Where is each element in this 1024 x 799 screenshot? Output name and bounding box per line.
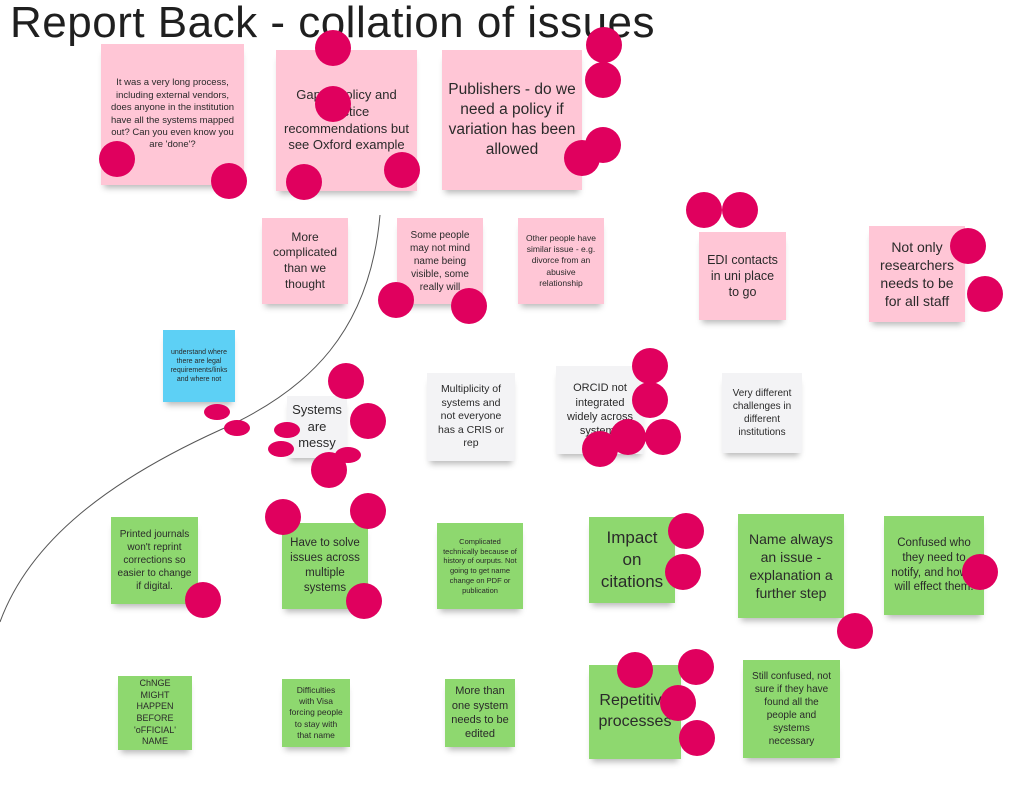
sticky-note-multiplicity[interactable]: Multiplicity of systems and not everyone… bbox=[427, 373, 515, 461]
vote-dot[interactable] bbox=[665, 554, 701, 590]
vote-dot[interactable] bbox=[350, 403, 386, 439]
vote-dot[interactable] bbox=[99, 141, 135, 177]
sticky-note-text: More than one system needs to be edited bbox=[451, 685, 509, 741]
vote-dot[interactable] bbox=[837, 613, 873, 649]
vote-dot[interactable] bbox=[211, 163, 247, 199]
sticky-note-publishers-policy[interactable]: Publishers - do we need a policy if vari… bbox=[442, 50, 582, 190]
sticky-note-not-only-researchers[interactable]: Not only researchers needs to be for all… bbox=[869, 226, 965, 322]
vote-dot[interactable] bbox=[328, 363, 364, 399]
vote-dot[interactable] bbox=[268, 441, 294, 457]
vote-dot[interactable] bbox=[962, 554, 998, 590]
vote-dot[interactable] bbox=[950, 228, 986, 264]
sticky-note-printed-journals[interactable]: Printed journals won't reprint correctio… bbox=[111, 517, 198, 604]
vote-dot[interactable] bbox=[265, 499, 301, 535]
vote-dot[interactable] bbox=[722, 192, 758, 228]
vote-dot[interactable] bbox=[335, 447, 361, 463]
sticky-note-edi-contacts[interactable]: EDI contacts in uni place to go bbox=[699, 232, 786, 320]
vote-dot[interactable] bbox=[384, 152, 420, 188]
sticky-note-text: Some people may not mind name being visi… bbox=[409, 229, 471, 293]
sticky-note-text: Not only researchers needs to be for all… bbox=[880, 238, 954, 310]
sticky-note-impact-citations[interactable]: Impact on citations bbox=[589, 517, 675, 603]
vote-dot[interactable] bbox=[378, 282, 414, 318]
sticky-note-different-challenges[interactable]: Very different challenges in different i… bbox=[722, 373, 802, 453]
vote-dot[interactable] bbox=[645, 419, 681, 455]
vote-dot[interactable] bbox=[274, 422, 300, 438]
vote-dot[interactable] bbox=[967, 276, 1003, 312]
sticky-note-text: EDI contacts in uni place to go bbox=[707, 252, 778, 300]
vote-dot[interactable] bbox=[668, 513, 704, 549]
sticky-note-name-always[interactable]: Name always an issue - explanation a fur… bbox=[738, 514, 844, 618]
vote-dot[interactable] bbox=[686, 192, 722, 228]
sticky-note-more-than-one[interactable]: More than one system needs to be edited bbox=[445, 679, 515, 747]
vote-dot[interactable] bbox=[315, 30, 351, 66]
vote-dot[interactable] bbox=[204, 404, 230, 420]
vote-dot[interactable] bbox=[586, 27, 622, 63]
sticky-note-text: ChNGE MIGHT HAPPEN BEFORE 'oFFICIAL' NAM… bbox=[134, 677, 176, 747]
sticky-note-text: Complicated technically because of histo… bbox=[443, 536, 517, 595]
sticky-note-text: Printed journals won't reprint correctio… bbox=[117, 529, 192, 592]
sticky-note-legal-requirements[interactable]: understand where there are legal require… bbox=[163, 330, 235, 402]
sticky-note-more-complicated[interactable]: More complicated than we thought bbox=[262, 218, 348, 304]
sticky-note-text: Confused who they need to notify, and ho… bbox=[891, 536, 977, 594]
vote-dot[interactable] bbox=[315, 86, 351, 122]
sticky-note-text: Name always an issue - explanation a fur… bbox=[748, 530, 834, 602]
sticky-note-text: Systems are messy bbox=[292, 401, 342, 451]
vote-dot[interactable] bbox=[564, 140, 600, 176]
vote-dot[interactable] bbox=[224, 420, 250, 436]
sticky-note-visa[interactable]: Difficulties with Visa forcing people to… bbox=[282, 679, 350, 747]
sticky-note-change-before[interactable]: ChNGE MIGHT HAPPEN BEFORE 'oFFICIAL' NAM… bbox=[118, 676, 192, 750]
vote-dot[interactable] bbox=[451, 288, 487, 324]
vote-dot[interactable] bbox=[582, 431, 618, 467]
sticky-note-text: Still confused, not sure if they have fo… bbox=[752, 671, 831, 747]
vote-dot[interactable] bbox=[185, 582, 221, 618]
sticky-note-text: Repetitive processes bbox=[598, 692, 672, 730]
vote-dot[interactable] bbox=[585, 62, 621, 98]
sticky-note-text: understand where there are legal require… bbox=[170, 348, 228, 384]
sticky-note-text: Publishers - do we need a policy if vari… bbox=[448, 80, 576, 159]
sticky-note-text: Other people have similar issue - e.g. d… bbox=[526, 233, 596, 288]
sticky-note-text: Difficulties with Visa forcing people to… bbox=[289, 685, 343, 740]
vote-dot[interactable] bbox=[350, 493, 386, 529]
sticky-note-still-confused[interactable]: Still confused, not sure if they have fo… bbox=[743, 660, 840, 758]
vote-dot[interactable] bbox=[679, 720, 715, 756]
sticky-note-text: Very different challenges in different i… bbox=[732, 388, 792, 438]
vote-dot[interactable] bbox=[617, 652, 653, 688]
sticky-note-complicated-technically[interactable]: Complicated technically because of histo… bbox=[437, 523, 523, 609]
sticky-note-text: It was a very long process, including ex… bbox=[110, 77, 235, 151]
vote-dot[interactable] bbox=[286, 164, 322, 200]
sticky-note-similar-issue[interactable]: Other people have similar issue - e.g. d… bbox=[518, 218, 604, 304]
vote-dot[interactable] bbox=[632, 382, 668, 418]
vote-dot[interactable] bbox=[346, 583, 382, 619]
vote-dot[interactable] bbox=[678, 649, 714, 685]
vote-dot[interactable] bbox=[660, 685, 696, 721]
sticky-note-text: Multiplicity of systems and not everyone… bbox=[438, 382, 504, 450]
sticky-note-text: Have to solve issues across multiple sys… bbox=[290, 537, 360, 594]
sticky-note-text: Impact on citations bbox=[600, 527, 664, 592]
vote-dot[interactable] bbox=[632, 348, 668, 384]
sticky-note-text: More complicated than we thought bbox=[272, 229, 338, 291]
